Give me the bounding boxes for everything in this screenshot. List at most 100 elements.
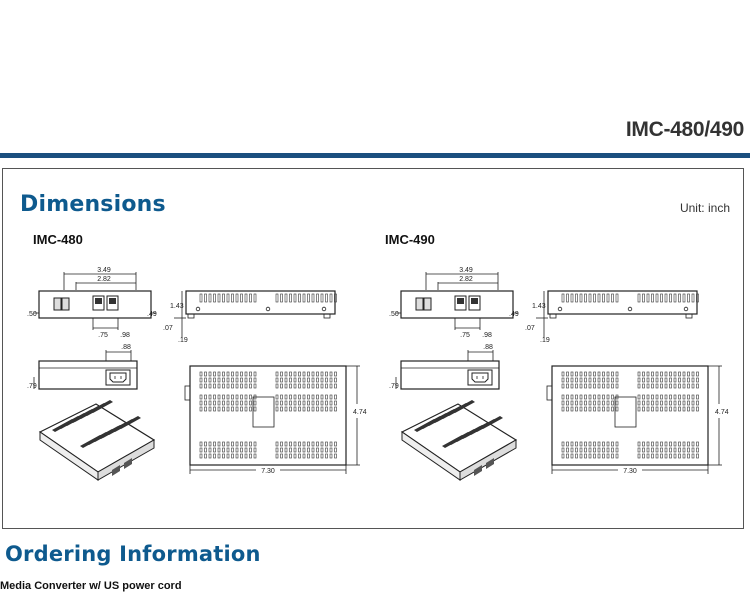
- vent-slot: [199, 453, 203, 459]
- vent-slot: [597, 441, 601, 447]
- vent-slot: [646, 293, 650, 303]
- vent-slot: [561, 371, 565, 377]
- vent-slot: [226, 406, 230, 412]
- vent-slot: [570, 293, 574, 303]
- vent-slot: [597, 293, 601, 303]
- dimension-label: 2.82: [97, 276, 111, 283]
- vent-slot: [660, 453, 663, 459]
- vent-slot: [316, 371, 319, 377]
- vent-slot: [204, 453, 207, 459]
- vent-slot: [646, 400, 650, 406]
- vent-slot: [244, 400, 248, 406]
- vent-slot: [307, 293, 310, 303]
- iso-ports: [474, 458, 494, 476]
- vent-slot: [244, 394, 248, 400]
- vent-slot: [231, 447, 234, 453]
- vent-slot: [669, 293, 672, 303]
- outline: [61, 297, 70, 311]
- vent-slot: [231, 371, 234, 377]
- vent-slot: [226, 383, 230, 389]
- vent-slot: [253, 400, 257, 406]
- vent-slot: [204, 406, 207, 412]
- vent-slot: [642, 447, 645, 453]
- vent-slot: [249, 293, 252, 303]
- dimension-label: .50: [27, 311, 37, 318]
- vent-slot: [204, 377, 207, 383]
- vent-slot: [655, 447, 659, 453]
- vent-slot: [280, 394, 283, 400]
- vent-slot: [307, 453, 310, 459]
- outline: [185, 290, 336, 315]
- vent-slot: [575, 400, 578, 406]
- vent-slot: [651, 293, 654, 303]
- vent-slot: [588, 400, 592, 406]
- dimension-label: .49: [509, 311, 519, 318]
- vent-slot: [231, 441, 234, 447]
- vent-slot: [637, 400, 641, 406]
- dimensions-panel: [2, 168, 744, 529]
- vent-slot: [325, 447, 328, 453]
- vent-slot: [561, 394, 565, 400]
- vent-slot: [637, 406, 641, 412]
- vent-slot: [325, 441, 328, 447]
- vent-slot: [334, 441, 337, 447]
- vent-slot: [240, 406, 243, 412]
- vent-slot: [579, 406, 583, 412]
- vent-slot: [325, 394, 328, 400]
- vent-slot: [213, 447, 216, 453]
- vent-slot: [240, 394, 243, 400]
- vent-slot: [687, 447, 690, 453]
- iso-vent: [452, 400, 475, 413]
- vent-slot: [199, 400, 203, 406]
- vent-slot: [687, 394, 690, 400]
- page-header-title: IMC-480/490: [625, 118, 744, 141]
- outline: [252, 396, 275, 428]
- vent-slot: [253, 447, 257, 453]
- vent-slot: [199, 377, 203, 383]
- vent-slot: [199, 406, 203, 412]
- vent-slot: [673, 371, 677, 377]
- vent-slot: [222, 447, 225, 453]
- vent-slot: [311, 453, 315, 459]
- vent-slot: [235, 293, 239, 303]
- outline: [546, 385, 553, 401]
- vent-slot: [280, 383, 283, 389]
- vent-slot: [307, 400, 310, 406]
- vent-slot: [329, 406, 333, 412]
- vent-slot: [280, 441, 283, 447]
- vent-slot: [231, 453, 234, 459]
- vent-slot: [691, 371, 695, 377]
- vent-slot: [213, 383, 216, 389]
- vent-slot: [213, 406, 216, 412]
- vent-slot: [316, 293, 319, 303]
- vent-slot: [606, 447, 610, 453]
- vent-slot: [579, 447, 583, 453]
- vent-slot: [593, 441, 596, 447]
- vent-slot: [691, 453, 695, 459]
- iso-ports: [112, 458, 132, 476]
- vent-slot: [682, 453, 686, 459]
- vent-slot: [298, 406, 301, 412]
- vent-slot: [280, 453, 283, 459]
- vent-slot: [651, 394, 654, 400]
- vent-slot: [588, 377, 592, 383]
- vent-slot: [302, 453, 306, 459]
- vent-slot: [615, 293, 619, 303]
- vent-slot: [316, 406, 319, 412]
- vent-slot: [298, 400, 301, 406]
- vent-slot: [682, 371, 686, 377]
- screw: [683, 306, 689, 312]
- vent-slot: [651, 453, 654, 459]
- port: [471, 298, 478, 304]
- vent-slot: [566, 406, 569, 412]
- vent-slot: [204, 447, 207, 453]
- vent-slot: [284, 293, 288, 303]
- vent-slot: [208, 394, 212, 400]
- dimension-label: 2.82: [459, 276, 473, 283]
- vent-slot: [235, 406, 239, 412]
- dimension-label: 4.74: [353, 409, 367, 416]
- vent-slot: [249, 406, 252, 412]
- vent-slot: [289, 293, 292, 303]
- vent-slot: [615, 400, 619, 406]
- vent-slot: [646, 441, 650, 447]
